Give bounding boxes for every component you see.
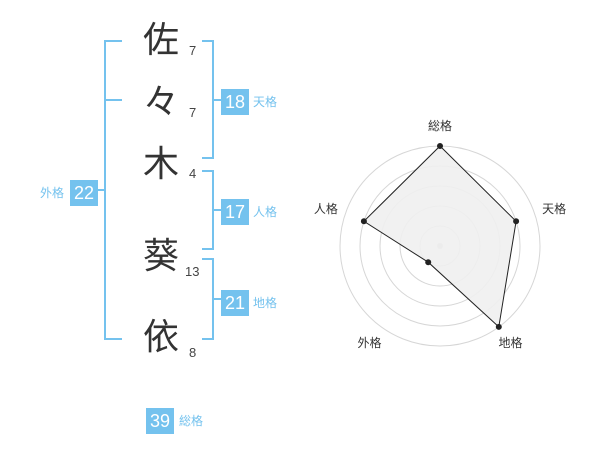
chikaku-bracket-tick [214,298,222,300]
radar-point-4 [425,259,432,266]
name-char-3: 木 [143,144,180,185]
stroke-count-4: 13 [185,264,200,279]
gaikaku-value-badge: 22 [70,180,99,206]
gaikaku-label: 外格 [40,186,65,200]
chikaku-label: 地格 [253,296,278,310]
radar-area [363,145,517,328]
gaikaku-bracket-tick-left [98,189,104,191]
soukaku-value-badge: 39 [146,408,175,434]
radar-point-3 [495,323,502,330]
radar-axis-label-4: 外格 [357,335,381,350]
chikaku-value-badge: 21 [221,290,250,316]
name-char-1: 佐 [143,20,180,61]
radar-axis-label-2: 天格 [542,201,566,216]
gaikaku-bracket-tick-upper [104,99,122,101]
stroke-count-2: 7 [189,105,197,120]
radar-point-2 [513,218,520,225]
radar-axis-label-5: 人格 [314,201,338,216]
jinkaku-bracket-tick [214,209,222,211]
radar-point-1 [437,143,443,149]
jinkaku-value-badge: 17 [221,199,250,225]
radar-point-5 [360,218,367,225]
jinkaku-bracket [202,170,214,250]
tenkaku-label: 天格 [253,95,278,109]
tenkaku-value-badge: 18 [221,89,250,115]
radar-axis-label-3: 地格 [498,335,522,350]
radar-axis-label-1: 総格 [428,118,452,133]
jinkaku-label: 人格 [253,205,278,219]
soukaku-label: 総格 [179,414,204,428]
name-char-5: 依 [143,317,180,358]
tenkaku-bracket [202,40,214,159]
chikaku-bracket [202,258,214,340]
gaikaku-bracket [104,40,122,340]
stroke-count-3: 4 [189,166,197,181]
name-char-4: 葵 [143,236,180,277]
stroke-count-5: 8 [189,345,197,360]
name-char-2: 々 [143,82,180,123]
stroke-count-1: 7 [189,43,197,58]
tenkaku-bracket-tick [214,99,222,101]
